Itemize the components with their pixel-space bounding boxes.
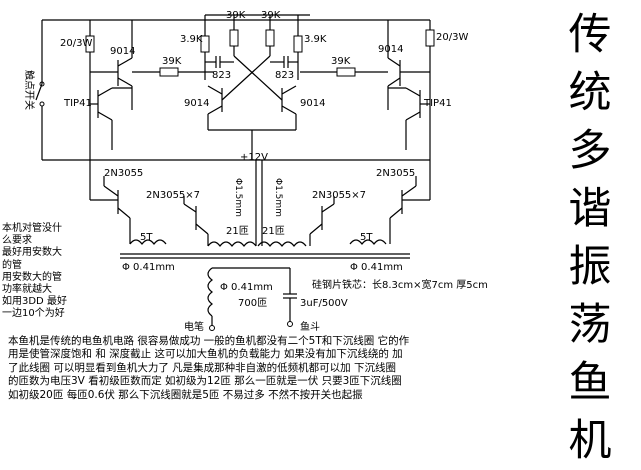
side-note-line: 功率就越大 [2, 284, 52, 296]
label-wire-1-5mm-left: Φ1.5mm [233, 178, 243, 217]
contact-switch [35, 19, 90, 161]
label-r-20-3w-right: 20/3W [436, 32, 468, 43]
title-char: 传 [568, 10, 612, 60]
label-plus-12v: +12V [240, 152, 268, 163]
label-5t-right: 5T [360, 232, 373, 243]
label-3-9k-right: 3.9K [304, 34, 327, 45]
transformer [120, 160, 410, 331]
label-700-turns: 700匝 [238, 297, 267, 309]
title-char: 鱼 [568, 358, 612, 408]
label-21-turns-left: 21匝 [226, 225, 249, 237]
side-note-line: 用安数大的管 [2, 271, 62, 283]
description-line: 的匝数为电压3V 看初级匝数而定 如初级为12匝 那么一匝就是一伏 只要3匝下沉… [8, 375, 402, 388]
label-5t-left: 5T [140, 232, 153, 243]
label-wire-0-41-mid: Φ 0.41mm [220, 282, 273, 293]
title-char: 多 [568, 126, 612, 176]
label-2n3055-right: 2N3055 [376, 168, 415, 179]
label-electrode-pen: 电笔 [184, 320, 204, 333]
label-9014-top-right: 9014 [378, 44, 403, 55]
label-core-note: 硅钢片铁芯：长8.3cm×宽7cm 厚5cm [312, 278, 488, 291]
left-power-branch [85, 20, 214, 200]
title-char: 统 [568, 68, 612, 118]
side-note-line: 最好用安数大 [2, 247, 62, 259]
label-2n3055-left: 2N3055 [104, 168, 143, 179]
label-9014-mid-left: 9014 [184, 98, 209, 109]
resistor-20-3w-right [425, 29, 435, 47]
label-39k-right: 39K [331, 56, 351, 67]
resistor-39k-right [336, 67, 356, 77]
right-power-branch [300, 20, 435, 200]
label-9014-mid-right: 9014 [300, 98, 325, 109]
label-wire-0-41-left: Φ 0.41mm [122, 262, 175, 273]
multivibrator-core [200, 15, 303, 150]
label-contact-switch: 触点开关 [23, 70, 36, 110]
title-char: 振 [568, 242, 612, 292]
description-line: 用是使管深度饱和 和 深度截止 这可以加大鱼机的负载能力 如果没有加下沉线绕的 … [8, 348, 403, 361]
side-note-line: 的管 [2, 259, 22, 271]
label-cap-3uf: 3uF/500V [300, 298, 348, 309]
output-stage [90, 150, 430, 246]
label-39k-left: 39K [162, 56, 182, 67]
label-2n3055x7-right: 2N3055×7 [312, 190, 366, 201]
title-char: 荡 [568, 300, 612, 350]
side-note: 本机对管没什 么要求 最好用安数大 的管 用安数大的管 功率就越大 如用3DD … [2, 223, 94, 321]
label-823-left: 823 [212, 70, 231, 81]
label-r-20-3w-left: 20/3W [60, 38, 92, 49]
label-39k-top-left: 39K [226, 10, 246, 21]
label-3-9k-left: 3.9K [180, 34, 203, 45]
side-note-line: 如用3DD 最好 [2, 296, 67, 308]
side-note-line: 一边10个为好 [2, 308, 65, 320]
title-char: 机 [568, 416, 612, 466]
vertical-title: 传 统 多 谐 振 荡 鱼 机 [565, 6, 615, 470]
label-21-turns-right: 21匝 [262, 225, 285, 237]
label-2n3055x7-left: 2N3055×7 [146, 190, 200, 201]
title-char: 谐 [568, 184, 612, 234]
label-823-right: 823 [275, 70, 294, 81]
label-fish-bucket: 鱼斗 [300, 320, 320, 333]
label-9014-top-left: 9014 [110, 46, 135, 57]
schematic-diagram: 20/3W 20/3W 9014 9014 39K 39K 39K 39K 3.… [23, 10, 488, 333]
top-rail [90, 14, 430, 21]
description-line: 如初级20匝 每匝0.6伏 那么下沉线圈就是5匝 不易过多 不然不按开关也起振 [8, 388, 363, 401]
label-39k-top-right: 39K [261, 10, 281, 21]
label-tip41-right: TIP41 [423, 98, 452, 109]
side-note-line: 么要求 [2, 235, 32, 247]
side-note-line: 本机对管没什 [2, 223, 62, 234]
description: 本鱼机是传统的电鱼机电路 很容易做成功 一般的鱼机都没有二个5T和下沉线圈 它的… [8, 335, 564, 402]
label-wire-1-5mm-right: Φ1.5mm [273, 178, 283, 217]
label-tip41-left: TIP41 [63, 98, 92, 109]
resistor-39k-left [159, 67, 179, 77]
description-line: 本鱼机是传统的电鱼机电路 很容易做成功 一般的鱼机都没有二个5T和下沉线圈 它的… [8, 335, 410, 347]
label-wire-0-41-right: Φ 0.41mm [350, 262, 403, 273]
description-line: 了此线圈 可以明显看到鱼机大力了 凡是集成那种非自激的低频机都可以加 下沉线圈 [8, 361, 397, 374]
